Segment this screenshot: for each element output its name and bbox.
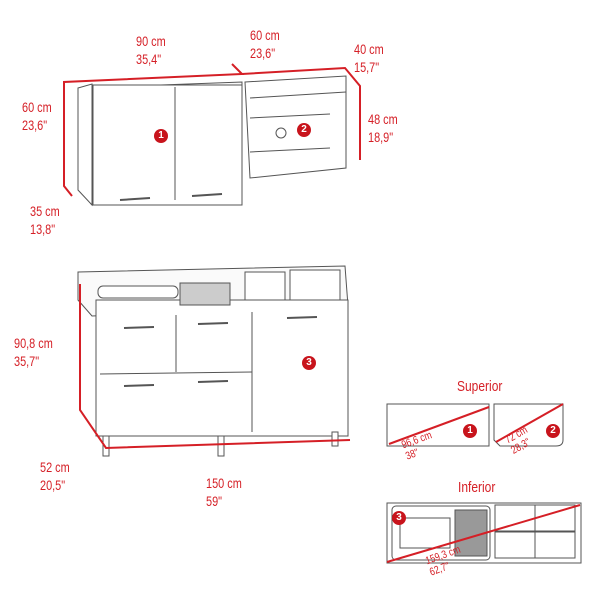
badge-2: 2: [297, 123, 311, 137]
superior-title: Superior: [457, 378, 503, 395]
superior-badge-1: 1: [463, 424, 477, 438]
badge-1: 1: [154, 129, 168, 143]
superior-badge-2: 2: [546, 424, 560, 438]
badge-3: 3: [302, 356, 316, 370]
inferior-title: Inferior: [458, 479, 496, 496]
inferior-badge-3: 3: [392, 511, 406, 525]
